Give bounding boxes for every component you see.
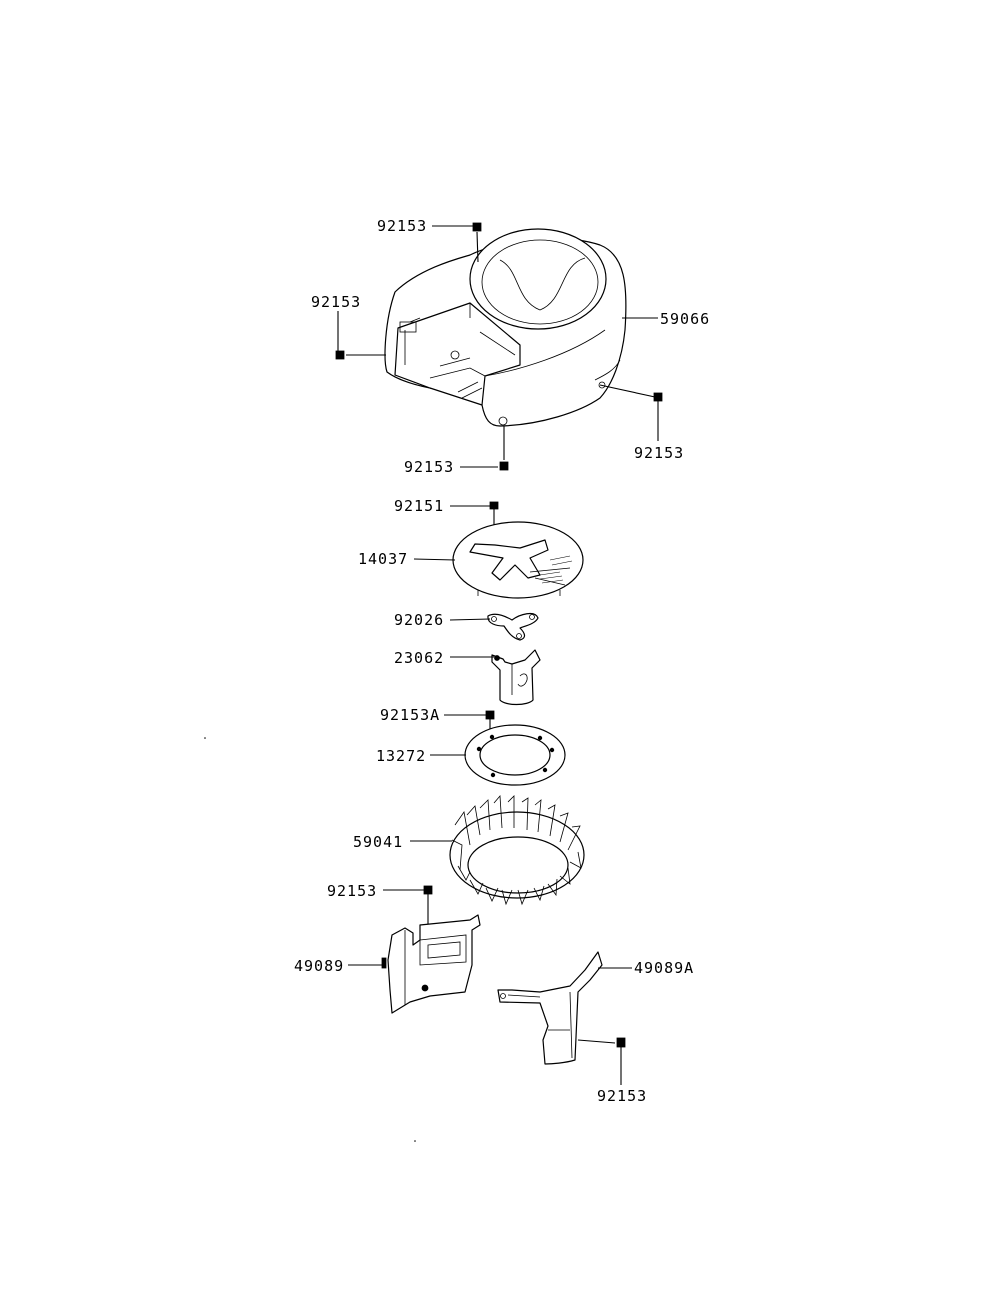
- label-59066: 59066: [660, 310, 710, 328]
- label-92026: 92026: [394, 611, 444, 629]
- label-92153-top: 92153: [377, 217, 427, 235]
- bolt-92153-left: [335, 350, 386, 360]
- ring-13272: [464, 724, 566, 786]
- part-labels: 92153 92153 59066 92153 92153 92151 1403…: [294, 217, 710, 1105]
- label-59041: 59041: [353, 833, 403, 851]
- label-92153-cover-right: 92153: [597, 1087, 647, 1105]
- label-92153-right: 92153: [634, 444, 684, 462]
- label-23062: 23062: [394, 649, 444, 667]
- fan-housing: [384, 228, 627, 427]
- label-14037: 14037: [358, 550, 408, 568]
- label-92153A: 92153A: [380, 706, 440, 724]
- bracket-23062: [491, 649, 541, 706]
- cover-49089: [381, 914, 481, 1014]
- label-49089: 49089: [294, 957, 344, 975]
- bolt-92153-top: [472, 222, 482, 263]
- bolt-92153-cover-left: [423, 885, 433, 928]
- bolt-92153-bottom: [499, 426, 509, 471]
- label-92153-cover-left: 92153: [327, 882, 377, 900]
- bolt-92153-right: [599, 384, 663, 402]
- label-92151: 92151: [394, 497, 444, 515]
- label-13272: 13272: [376, 747, 426, 765]
- leader-lines: [337, 225, 659, 1085]
- bolt-92153-cover-right: [577, 1037, 626, 1048]
- label-49089A: 49089A: [634, 959, 694, 977]
- cover-49089A: [497, 951, 603, 1065]
- flywheel-fan: [449, 794, 585, 906]
- scan-specks: [204, 737, 416, 1142]
- label-92153-left: 92153: [311, 293, 361, 311]
- plate-92026: [487, 612, 539, 641]
- rotating-screen: [452, 521, 584, 599]
- label-92153-bottom: 92153: [404, 458, 454, 476]
